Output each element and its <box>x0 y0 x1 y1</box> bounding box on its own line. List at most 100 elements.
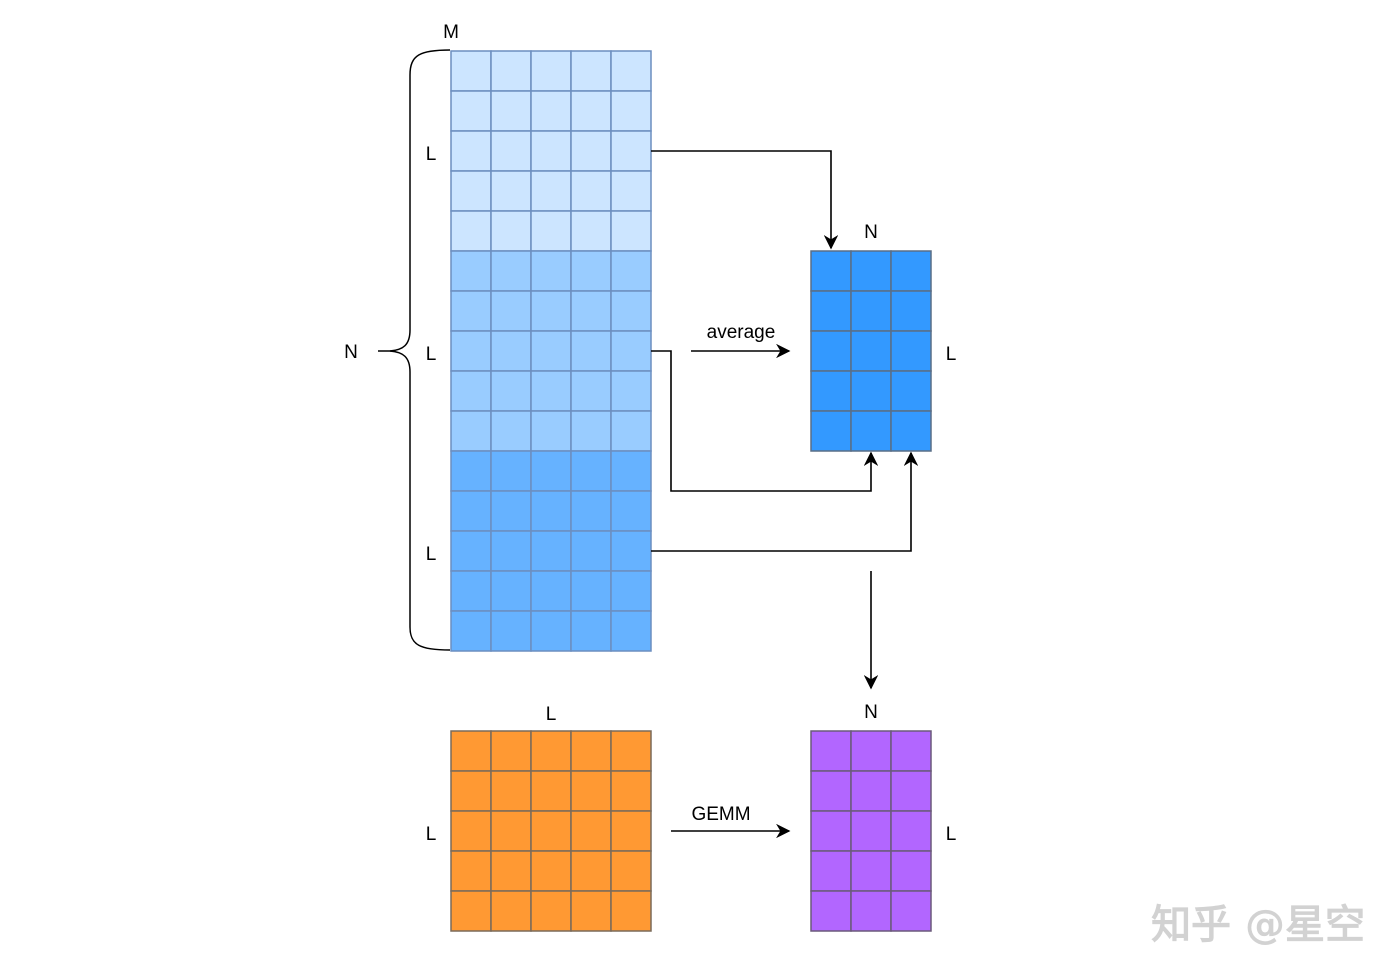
input-matrix-cell <box>570 450 612 492</box>
input-matrix-cell <box>610 450 652 492</box>
gemm-op-label: GEMM <box>691 804 750 825</box>
group-2-label: L <box>426 344 437 365</box>
input-matrix-cell <box>570 50 612 92</box>
input-matrix-cell <box>530 410 572 452</box>
weight-matrix-cell <box>610 850 652 892</box>
input-matrix-cell <box>570 170 612 212</box>
output-matrix-cell <box>890 730 932 772</box>
input-brace-label: N <box>344 342 358 363</box>
average-matrix-cell <box>890 250 932 292</box>
connector-group1-to-average <box>651 150 839 250</box>
input-matrix-cell <box>450 530 492 572</box>
input-matrix-cell <box>570 250 612 292</box>
weight-matrix-cell <box>450 730 492 772</box>
output-matrix-cell <box>810 850 852 892</box>
input-matrix-cell <box>610 210 652 252</box>
input-matrix-cell <box>450 370 492 412</box>
input-matrix-cell <box>530 290 572 332</box>
weight-matrix-cell <box>490 850 532 892</box>
weight-matrix-cell <box>450 810 492 852</box>
weight-matrix-cell <box>610 730 652 772</box>
weight-matrix-left-label: L <box>426 824 437 845</box>
weight-matrix-cell <box>570 730 612 772</box>
input-matrix-cell <box>530 330 572 372</box>
input-matrix-cell <box>450 50 492 92</box>
input-matrix-cell <box>530 170 572 212</box>
input-matrix-cell <box>450 610 492 652</box>
weight-matrix <box>450 730 652 932</box>
weight-matrix-cell <box>530 730 572 772</box>
average-matrix-cell <box>890 290 932 332</box>
input-matrix-cell <box>490 250 532 292</box>
average-matrix-cell <box>850 250 892 292</box>
input-matrix-cell <box>490 90 532 132</box>
input-matrix-top-label: M <box>443 22 459 43</box>
average-matrix-cell <box>850 410 892 452</box>
average-matrix-right-label: L <box>946 344 957 365</box>
input-matrix-cell <box>570 610 612 652</box>
input-matrix-cell <box>610 90 652 132</box>
output-matrix-cell <box>850 850 892 892</box>
connector-group2-to-average <box>651 350 879 492</box>
weight-matrix-cell <box>490 810 532 852</box>
input-matrix-cell <box>490 610 532 652</box>
weight-matrix-cell <box>610 810 652 852</box>
input-matrix-cell <box>490 50 532 92</box>
input-matrix-cell <box>530 530 572 572</box>
input-matrix-cell <box>610 610 652 652</box>
weight-matrix-cell <box>570 850 612 892</box>
average-matrix-cell <box>890 330 932 372</box>
input-matrix-cell <box>610 170 652 212</box>
input-matrix-cell <box>570 410 612 452</box>
weight-matrix-cell <box>530 850 572 892</box>
input-matrix-cell <box>530 250 572 292</box>
input-matrix-cell <box>490 130 532 172</box>
weight-matrix-cell <box>450 770 492 812</box>
output-matrix-cell <box>890 890 932 932</box>
input-matrix-cell <box>490 330 532 372</box>
input-matrix-cell <box>450 210 492 252</box>
input-matrix-cell <box>530 130 572 172</box>
watermark: 知乎 @星空 <box>1151 902 1365 948</box>
input-matrix-cell <box>490 210 532 252</box>
weight-matrix-cell <box>450 890 492 932</box>
average-matrix-cell <box>850 370 892 412</box>
input-matrix-cell <box>530 610 572 652</box>
average-matrix-cell <box>850 290 892 332</box>
input-matrix-cell <box>530 570 572 612</box>
input-matrix-cell <box>610 130 652 172</box>
output-matrix <box>810 730 932 932</box>
input-matrix-cell <box>570 490 612 532</box>
connector-group3-to-average <box>651 451 919 552</box>
input-matrix-cell <box>450 330 492 372</box>
input-matrix-cell <box>490 450 532 492</box>
input-matrix-cell <box>570 290 612 332</box>
input-matrix-cell <box>530 450 572 492</box>
weight-matrix-cell <box>610 890 652 932</box>
average-op-label: average <box>707 322 776 343</box>
input-matrix-cell <box>450 490 492 532</box>
output-matrix-right-label: L <box>946 824 957 845</box>
weight-matrix-cell <box>610 770 652 812</box>
average-matrix-cell <box>810 290 852 332</box>
input-matrix-cell <box>530 210 572 252</box>
output-matrix-cell <box>890 850 932 892</box>
output-matrix-cell <box>850 890 892 932</box>
input-matrix-cell <box>490 410 532 452</box>
weight-matrix-cell <box>530 890 572 932</box>
input-matrix-cell <box>450 410 492 452</box>
input-matrix-cell <box>610 530 652 572</box>
output-matrix-cell <box>810 730 852 772</box>
input-matrix-cell <box>610 570 652 612</box>
output-matrix-top-label: N <box>864 702 878 723</box>
input-matrix-cell <box>570 530 612 572</box>
input-matrix-cell <box>490 170 532 212</box>
input-matrix-cell <box>450 170 492 212</box>
output-matrix-cell <box>810 810 852 852</box>
input-matrix-cell <box>570 570 612 612</box>
input-matrix-cell <box>450 90 492 132</box>
input-matrix-cell <box>610 490 652 532</box>
input-matrix-cell <box>490 370 532 412</box>
average-matrix-cell <box>890 410 932 452</box>
